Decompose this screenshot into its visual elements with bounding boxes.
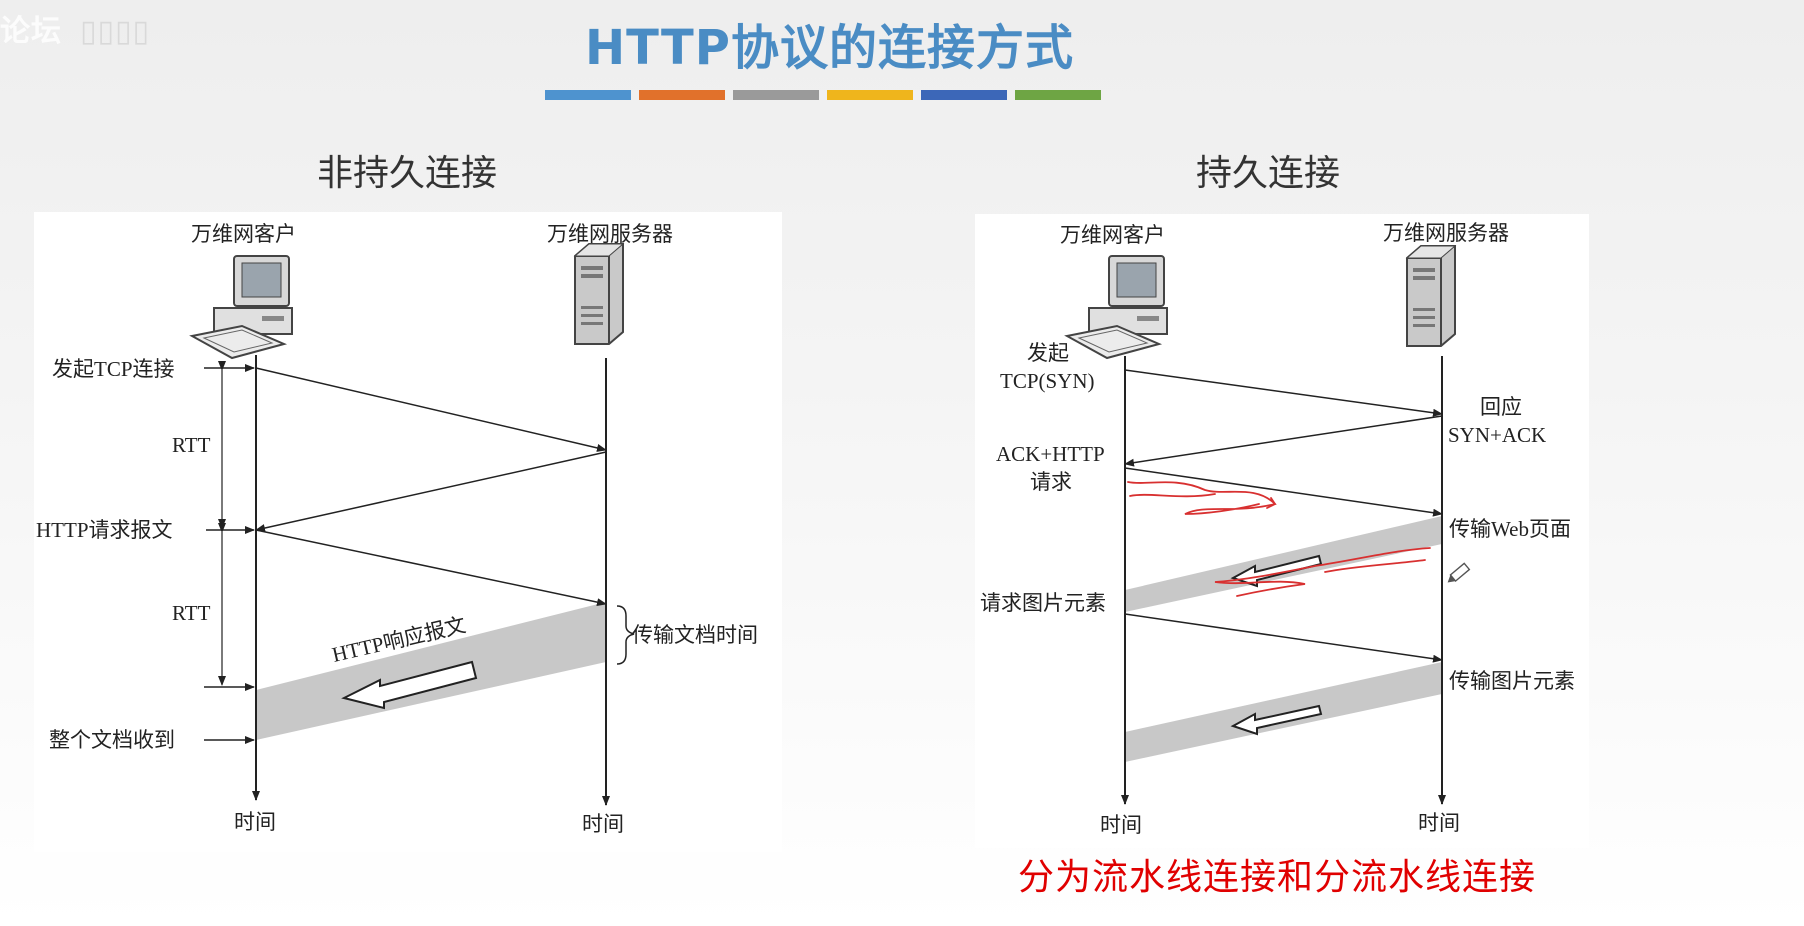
initiate-tcp-label: 发起TCP连接 xyxy=(52,357,175,381)
image-transfer-band xyxy=(1125,662,1442,762)
rtt-label-2: RTT xyxy=(172,601,211,625)
transfer-time-label: 传输文档时间 xyxy=(632,623,758,647)
client-label: 万维网客户 xyxy=(1060,223,1165,247)
http-request-label: HTTP请求报文 xyxy=(36,518,173,542)
persistent-diagram: 万维网客户 万维网服务器 发起 TCP(SYN) 回应 SYN+ACK ACK+… xyxy=(975,214,1589,848)
client-time-label: 时间 xyxy=(1100,813,1142,837)
response-transfer-band xyxy=(256,602,606,740)
left-section-heading: 非持久连接 xyxy=(317,153,498,194)
doc-received-label: 整个文档收到 xyxy=(49,728,175,752)
color-bar-segment xyxy=(733,90,819,100)
server-time-label: 时间 xyxy=(1418,811,1460,835)
server-icon xyxy=(1405,245,1457,347)
client-computer-icon xyxy=(1064,255,1168,360)
syn-ack-message xyxy=(1124,415,1443,467)
syn-message xyxy=(1124,369,1443,417)
non-persistent-diagram: 万维网客户 万维网服务器 发起TCP连接 RTT HTTP请求报文 RTT HT… xyxy=(34,212,782,852)
color-bar-segment xyxy=(921,90,1007,100)
color-bar-segment xyxy=(639,90,725,100)
server-icon xyxy=(573,243,625,345)
client-label: 万维网客户 xyxy=(191,222,296,246)
client-time-label: 时间 xyxy=(234,810,276,834)
ack-http-message xyxy=(1124,467,1443,517)
color-bar-segment xyxy=(545,90,631,100)
ack-http-label-line2: 请求 xyxy=(1030,470,1072,494)
pipeline-note: 分为流水线连接和分流水线连接 xyxy=(1018,857,1537,898)
image-arrow-icon xyxy=(1230,704,1323,736)
transfer-time-brace xyxy=(616,605,635,665)
reply-label-line1: 回应 xyxy=(1480,395,1522,419)
server-label: 万维网服务器 xyxy=(547,222,673,246)
response-arrow-icon xyxy=(341,660,478,710)
client-computer-icon xyxy=(189,255,293,360)
page-title: HTTP协议的连接方式 xyxy=(585,20,1074,76)
color-bar-segment xyxy=(1015,90,1101,100)
watermark: 论坛▯▯▯▯ xyxy=(0,14,151,49)
reply-label-line2: SYN+ACK xyxy=(1448,423,1546,447)
right-section-heading: 持久连接 xyxy=(1196,153,1341,194)
request-image-label: 请求图片元素 xyxy=(980,591,1106,615)
syn-ack-message xyxy=(255,451,607,532)
initiate-label-line1: 发起 xyxy=(1027,341,1069,365)
server-time-label: 时间 xyxy=(582,812,624,836)
handwritten-annotation xyxy=(1127,481,1431,597)
transfer-image-label: 传输图片元素 xyxy=(1449,669,1575,693)
rtt-label-1: RTT xyxy=(172,433,211,457)
pencil-icon xyxy=(1447,562,1471,583)
initiate-label-line2: TCP(SYN) xyxy=(1000,369,1095,393)
transfer-web-label: 传输Web页面 xyxy=(1449,517,1571,541)
http-request-message xyxy=(255,529,607,607)
server-label: 万维网服务器 xyxy=(1383,221,1509,245)
ack-http-label-line1: ACK+HTTP xyxy=(996,442,1105,466)
color-bar-segment xyxy=(827,90,913,100)
syn-message xyxy=(255,367,607,452)
image-request-message xyxy=(1124,613,1443,663)
